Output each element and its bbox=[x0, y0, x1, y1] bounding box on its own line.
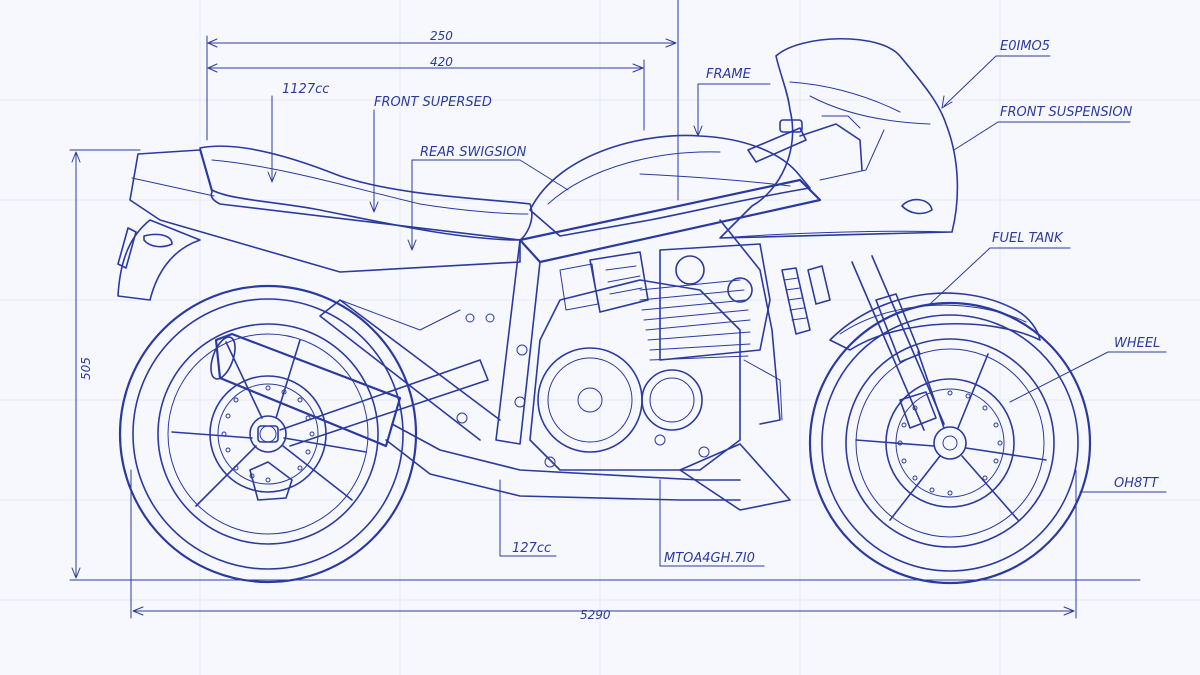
front-fairing bbox=[719, 37, 959, 239]
dimension-lines bbox=[69, 0, 1141, 619]
labels: 250 420 505 5290 1127cc FRONT SUPERSED R… bbox=[79, 29, 1160, 622]
dimension-height: 505 bbox=[79, 357, 93, 380]
handlebar bbox=[747, 115, 863, 171]
seat-and-tail bbox=[117, 145, 533, 301]
front-fork bbox=[829, 255, 1041, 431]
exhaust bbox=[210, 332, 791, 511]
label-fairing: E0IMO5 bbox=[1000, 39, 1050, 54]
rear-shock bbox=[781, 265, 831, 335]
label-brake: OH8TT bbox=[1114, 476, 1159, 491]
label-fuel-tank: FUEL TANK bbox=[992, 231, 1064, 246]
label-front-suspension: FRONT SUSPENSION bbox=[1000, 105, 1133, 120]
label-model-code: MTOA4GH.7I0 bbox=[664, 551, 755, 566]
label-displacement-top: 1127cc bbox=[282, 82, 329, 97]
front-wheel bbox=[808, 301, 1092, 585]
engine bbox=[456, 243, 783, 471]
dimension-top-1: 250 bbox=[430, 29, 453, 43]
leader-lines bbox=[267, 55, 1167, 567]
fuel-tank bbox=[529, 134, 811, 237]
frame bbox=[279, 178, 822, 447]
label-frame: FRAME bbox=[706, 67, 752, 82]
dimension-total-length: 5290 bbox=[580, 608, 611, 622]
label-rear-swingarm: REAR SWIGSION bbox=[420, 145, 527, 160]
dimension-top-2: 420 bbox=[430, 55, 453, 69]
label-wheel: WHEEL bbox=[1114, 336, 1160, 351]
label-displacement-bottom: 127cc bbox=[512, 541, 551, 556]
label-front-supersed: FRONT SUPERSED bbox=[374, 95, 492, 110]
rear-wheel bbox=[118, 284, 418, 584]
